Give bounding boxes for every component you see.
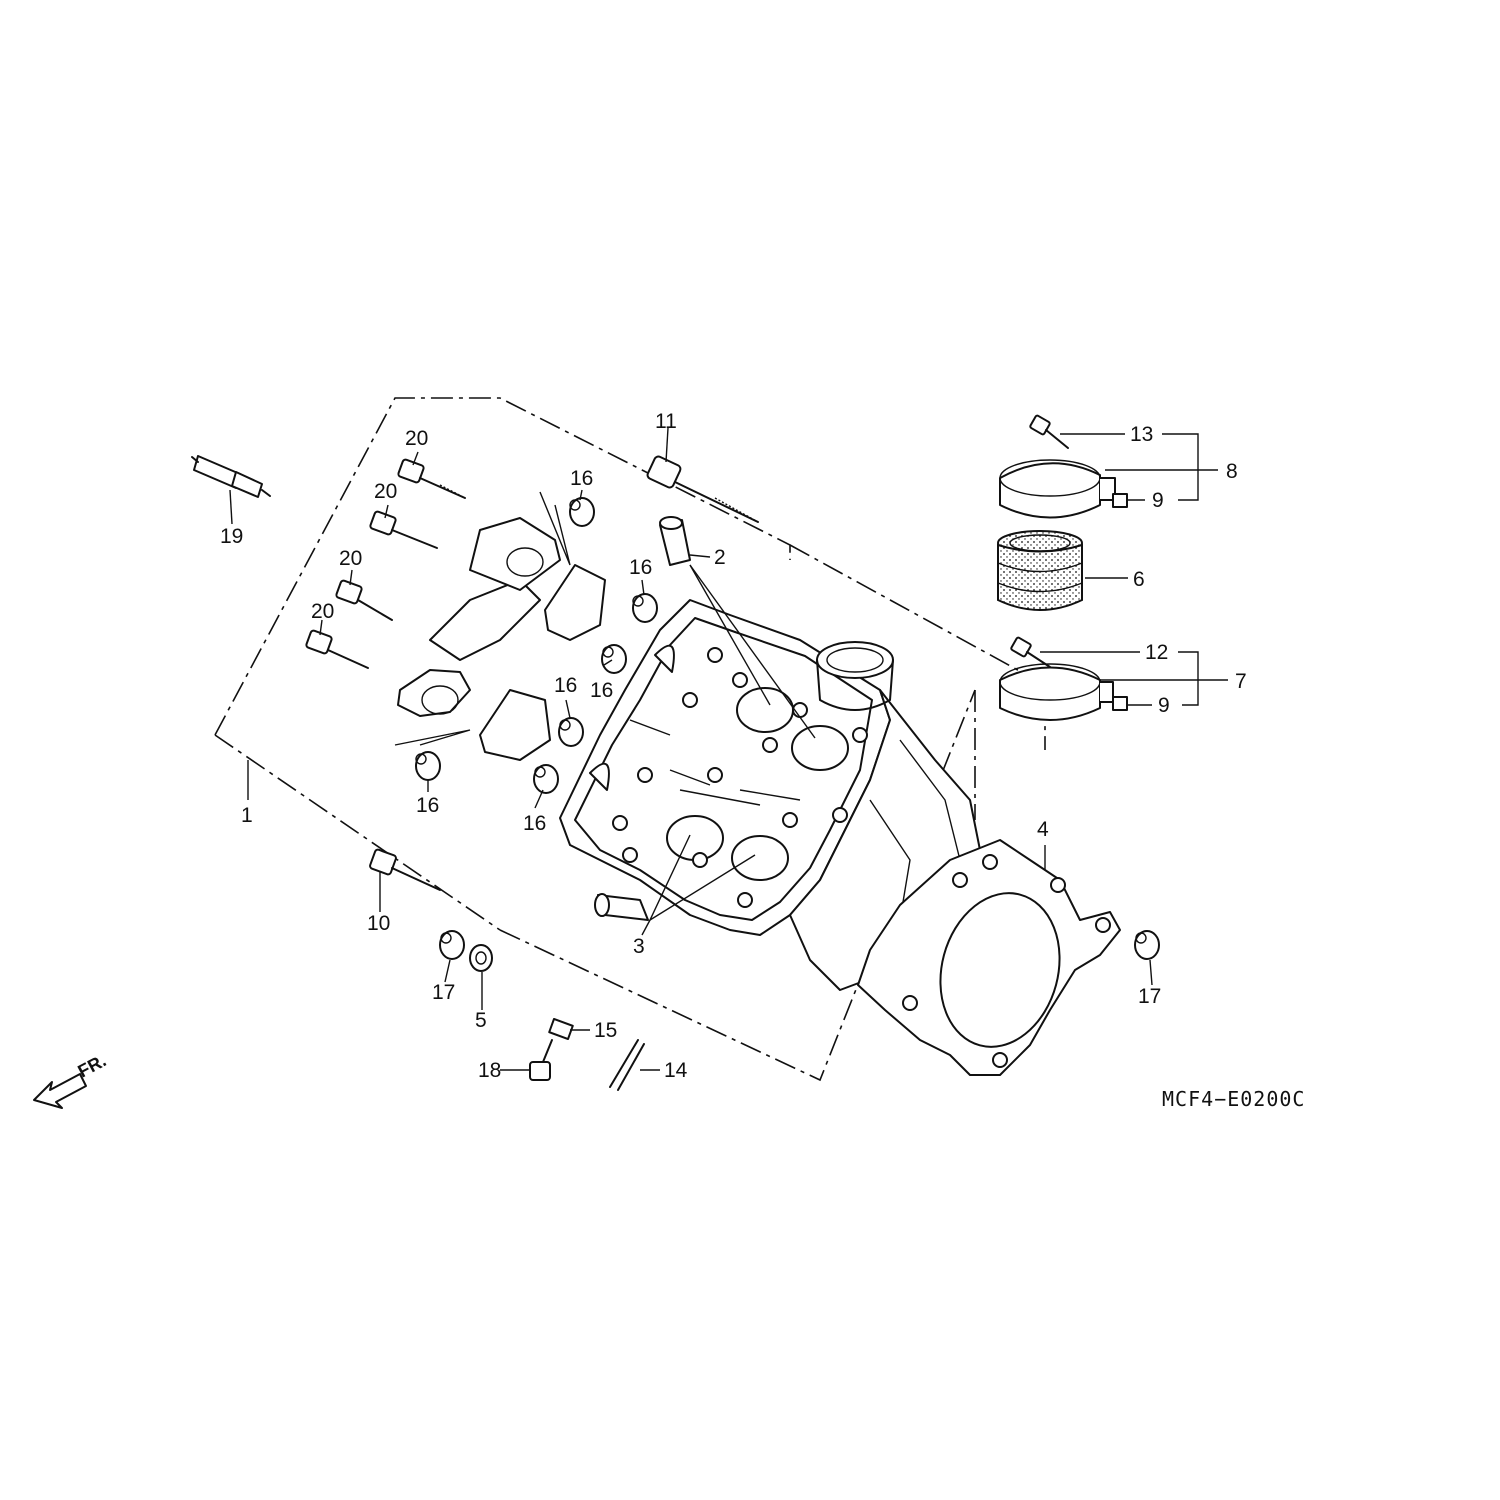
spark-plug [191, 455, 271, 498]
callout-14: 14 [664, 1059, 688, 1082]
sealing-washer [469, 944, 493, 972]
callout-16-a: 16 [570, 467, 593, 490]
camshaft-holder-left [397, 517, 561, 717]
cam-holder-bolt [369, 510, 438, 549]
leader-lines [229, 427, 1228, 1071]
dowel-pin [558, 717, 584, 747]
head-bolt [646, 455, 759, 523]
dowel-pin [533, 764, 559, 794]
callout-3: 3 [633, 935, 645, 958]
callout-2: 2 [714, 546, 726, 569]
callout-20-a: 20 [405, 427, 428, 450]
callout-11: 11 [655, 410, 677, 433]
band-clamp-upper [999, 459, 1116, 519]
dashed-bracket-holder [394, 491, 571, 746]
cylinder-head [559, 599, 981, 991]
cylinder-head-gasket [857, 839, 1121, 1076]
head-bolt-short [369, 848, 441, 891]
dowel-pin [632, 593, 658, 623]
callout-16-c: 16 [554, 674, 577, 697]
callout-7: 7 [1235, 670, 1247, 693]
callout-6: 6 [1133, 568, 1145, 591]
dowel-pin [415, 751, 441, 781]
callout-17-right: 17 [1138, 985, 1161, 1008]
camshaft-holder-right [479, 564, 606, 761]
clamp-nut [1112, 696, 1128, 711]
clamp-nut [1112, 493, 1128, 508]
dowel-pin [601, 644, 627, 674]
dowel-pin-17 [439, 930, 465, 960]
callout-19: 19 [220, 525, 243, 548]
cam-holder-bolt [335, 579, 393, 621]
callout-18: 18 [478, 1059, 501, 1082]
callout-12: 12 [1145, 641, 1168, 664]
callout-labels: 1 2 3 4 5 6 7 8 9 9 10 11 12 13 14 15 16… [220, 410, 1247, 1082]
callout-10: 10 [367, 912, 390, 935]
drawing-code: MCF4−E0200C [1162, 1087, 1305, 1111]
callout-16-b: 16 [629, 556, 652, 579]
band-clamp-lower [999, 663, 1114, 721]
hollow-dowel [659, 516, 691, 566]
callout-20-b: 20 [374, 480, 397, 503]
stud-bolt [609, 1039, 645, 1091]
clamp-screw [1029, 414, 1069, 449]
cylinder-head-assembly-outline [214, 397, 1046, 1082]
callout-9-lower: 9 [1158, 694, 1170, 717]
callout-15: 15 [594, 1019, 617, 1042]
dowel-pin [569, 497, 595, 527]
nut [548, 1018, 574, 1040]
callout-5: 5 [475, 1009, 487, 1032]
callout-1: 1 [241, 804, 253, 827]
hollow-dowel [594, 893, 649, 921]
clamp-screw [1010, 636, 1051, 668]
front-direction-arrow: FR. [33, 1050, 109, 1109]
callout-4: 4 [1037, 818, 1049, 841]
callout-20-d: 20 [311, 600, 334, 623]
callout-9-upper: 9 [1152, 489, 1164, 512]
callout-16-d: 16 [590, 679, 613, 702]
cam-holder-bolt [397, 458, 466, 499]
callout-13: 13 [1130, 423, 1153, 446]
callout-17-left: 17 [432, 981, 455, 1004]
cam-holder-bolt [305, 629, 369, 669]
callout-20-c: 20 [339, 547, 362, 570]
callout-16-e: 16 [416, 794, 439, 817]
flange-bolt [529, 1039, 553, 1081]
callout-8: 8 [1226, 460, 1238, 483]
dowel-pin-17 [1134, 930, 1160, 960]
carburetor-insulator [997, 530, 1083, 611]
callout-16-f: 16 [523, 812, 546, 835]
